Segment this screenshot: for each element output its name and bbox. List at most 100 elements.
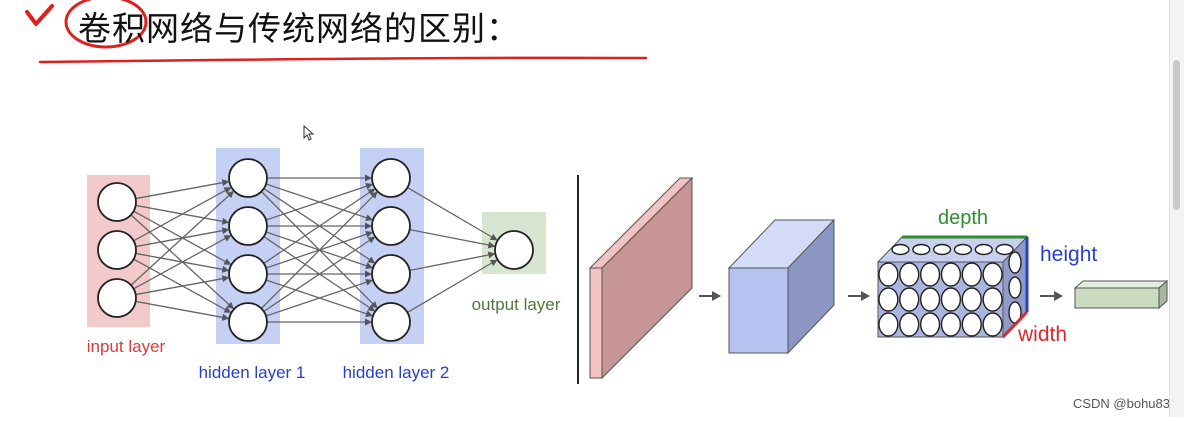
connection-arrowhead [365, 230, 373, 238]
hidden-layer-1-label: hidden layer 1 [199, 363, 306, 382]
scrollbar[interactable] [1169, 0, 1184, 417]
neuron-node [97, 230, 137, 270]
connection-edge [407, 187, 494, 239]
convnet-diagram: depth height width [588, 176, 1169, 380]
connection-arrowhead [221, 275, 230, 283]
connection-arrowhead [223, 187, 232, 194]
connection-arrowhead [365, 310, 373, 318]
width-marker [1001, 310, 1029, 339]
volume-neuron [878, 262, 899, 287]
neuron-node [97, 278, 137, 318]
connection-edge [265, 279, 369, 315]
conv-volume [876, 235, 1029, 339]
volume-neuron [899, 262, 920, 287]
connection-edge [135, 204, 225, 223]
volume-neuron [961, 262, 982, 287]
connection-arrowhead [365, 182, 373, 190]
output-volume [1073, 279, 1169, 310]
volume-neuron [932, 243, 952, 256]
volume-neuron [912, 243, 931, 256]
volume-neuron [891, 243, 910, 256]
neuron-node [371, 206, 411, 246]
connection-edge [133, 210, 228, 264]
connection-arrowhead [367, 188, 376, 196]
depth-label: depth [938, 207, 988, 229]
connection-arrowhead [365, 222, 372, 230]
watermark: CSDN @bohu83 [1072, 396, 1170, 411]
connection-arrowhead [365, 318, 372, 326]
volume-neuron [878, 312, 899, 337]
neuron-node [228, 254, 268, 294]
volume-neuron [940, 262, 962, 287]
connection-edge [263, 188, 372, 262]
connection-arrowhead [365, 278, 373, 286]
height-label: height [1040, 243, 1097, 266]
arrow-right-icon [1040, 291, 1063, 301]
connection-arrowhead [365, 270, 372, 278]
volume-neuron [899, 312, 920, 337]
connection-edge [265, 233, 369, 269]
neural-network-diagram: input layer hidden layer 1 hidden layer … [87, 148, 561, 382]
volume-neuron [982, 262, 1003, 287]
connection-arrowhead [221, 227, 230, 235]
annotation-circle [64, 0, 148, 49]
connection-edge [263, 236, 372, 310]
side-neurons [1008, 251, 1022, 324]
arrow-right-icon [699, 291, 721, 301]
connection-arrowhead [365, 214, 373, 222]
connection-arrowhead [365, 262, 373, 270]
volume-neuron [919, 262, 941, 287]
volume-neuron [953, 243, 973, 256]
connection-edge [135, 300, 225, 319]
neuron-node [228, 302, 268, 342]
mouse-cursor-icon [303, 124, 315, 141]
connection-edge [130, 214, 231, 307]
volume-neuron [899, 287, 920, 312]
connection-edge [135, 181, 225, 200]
volume-neuron [1008, 276, 1022, 299]
connection-edge [263, 190, 372, 264]
neuron-node [228, 158, 268, 198]
connection-arrowhead [489, 259, 498, 267]
connection-arrowhead [489, 233, 498, 241]
connection-edge [130, 193, 231, 286]
volume-neuron [982, 312, 1003, 337]
volume-neuron [961, 312, 982, 337]
checkmark-icon [25, 4, 54, 26]
volume-neuron [974, 243, 993, 256]
connection-arrowhead [221, 217, 230, 225]
input-layer-label: input layer [87, 337, 166, 356]
volume-neuron [878, 287, 899, 312]
volume-neuron [919, 312, 941, 337]
connection-edge [409, 253, 491, 271]
annotation-underline [38, 56, 648, 64]
connection-edge [265, 185, 369, 221]
connection-edge [133, 236, 228, 290]
connection-arrowhead [226, 190, 234, 199]
connection-arrowhead [367, 256, 376, 264]
neuron-node [228, 206, 268, 246]
connection-arrowhead [367, 236, 376, 244]
volume-neuron [940, 312, 962, 337]
volume-neuron [995, 243, 1014, 256]
connection-arrowhead [226, 301, 234, 310]
front-neurons [878, 262, 1003, 337]
connection-edge [407, 261, 494, 313]
connection-edge [263, 238, 372, 312]
scrollbar-thumb[interactable] [1173, 60, 1180, 210]
connection-arrowhead [365, 174, 372, 182]
neuron-node [371, 254, 411, 294]
volume-neuron [1008, 251, 1022, 274]
connection-arrowhead [223, 235, 232, 242]
connection-arrowhead [223, 306, 232, 313]
hidden-layer-2-label: hidden layer 2 [343, 363, 450, 382]
arrow-right-icon [848, 291, 870, 301]
connection-arrowhead [221, 265, 230, 273]
neuron-node [97, 182, 137, 222]
connections [130, 174, 498, 326]
connection-arrowhead [370, 301, 378, 309]
volume-neuron [940, 287, 962, 312]
neuron-node [494, 230, 534, 270]
